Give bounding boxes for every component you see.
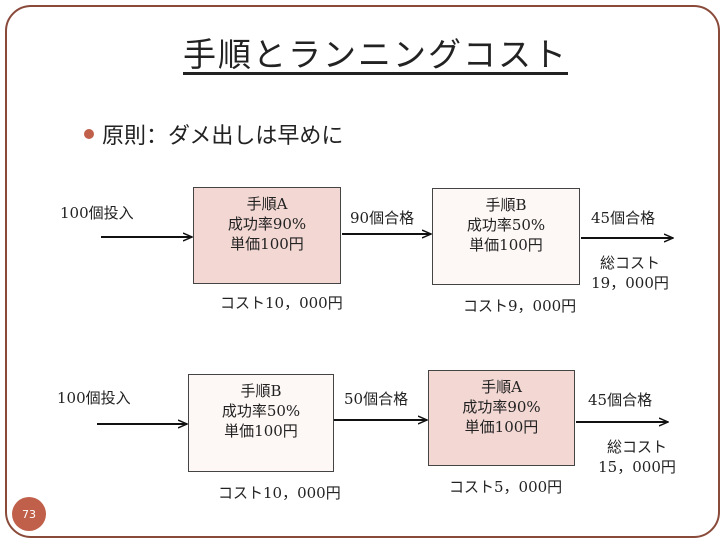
flow2-pass-label: 50個合格 bbox=[344, 390, 409, 408]
flow2-step2-rate: 成功率90% bbox=[462, 398, 541, 416]
flow2-step2-name: 手順A bbox=[481, 378, 522, 396]
flow1-pass-label: 90個合格 bbox=[350, 209, 415, 227]
flow2-step1-rate: 成功率50% bbox=[221, 402, 301, 420]
flow2-step2-box: 手順A 成功率90% 単価100円 bbox=[428, 370, 575, 466]
flow2-step1-box: 手順B 成功率50% 単価100円 bbox=[188, 374, 334, 472]
bullet-text: 原則：ダメ出しは早めに bbox=[102, 124, 344, 149]
flow2-step2-cost: コスト5，000円 bbox=[449, 478, 563, 496]
flow1-step1-unit-price: 単価100円 bbox=[230, 235, 304, 253]
flow2-total: 総コスト 15，000円 bbox=[598, 437, 676, 477]
bullet-item: 原則：ダメ出しは早めに bbox=[84, 118, 343, 150]
flow1-input-label: 100個投入 bbox=[60, 204, 134, 222]
flow1-step1-name: 手順A bbox=[246, 195, 288, 213]
flow1-step2-unit-price: 単価100円 bbox=[469, 236, 543, 254]
flow1-step1-box: 手順A 成功率90% 単価100円 bbox=[193, 187, 341, 284]
bullet-icon bbox=[84, 129, 94, 139]
slide-title: 手順とランニングコスト bbox=[183, 35, 568, 74]
flow2-step1-unit-price: 単価100円 bbox=[224, 422, 298, 440]
flow2-input-label: 100個投入 bbox=[57, 389, 131, 407]
page-number: 73 bbox=[22, 507, 36, 521]
flow1-total-value: 19，000円 bbox=[591, 274, 669, 292]
flow1-output-label: 45個合格 bbox=[591, 209, 656, 227]
flow2-total-label: 総コスト bbox=[606, 438, 667, 456]
flow1-step2-box: 手順B 成功率50% 単価100円 bbox=[432, 188, 580, 285]
flow1-step1-rate: 成功率90% bbox=[227, 215, 307, 233]
flow2-step2-unit-price: 単価100円 bbox=[464, 418, 539, 436]
flow1-step1-cost: コスト10，000円 bbox=[220, 294, 343, 312]
flow1-total-label: 総コスト bbox=[599, 254, 660, 272]
flow1-total: 総コスト 19，000円 bbox=[590, 253, 670, 293]
flow2-total-value: 15，000円 bbox=[598, 458, 676, 476]
flow1-step2-name: 手順B bbox=[485, 196, 527, 214]
flow2-step1-cost: コスト10，000円 bbox=[218, 484, 341, 502]
flow2-step1-name: 手順B bbox=[240, 382, 282, 400]
flow1-step2-rate: 成功率50% bbox=[466, 216, 546, 234]
slide-frame bbox=[5, 5, 720, 538]
flow1-step2-cost: コスト9，000円 bbox=[463, 297, 577, 315]
page-number-badge: 73 bbox=[12, 497, 46, 531]
flow2-output-label: 45個合格 bbox=[588, 391, 653, 409]
